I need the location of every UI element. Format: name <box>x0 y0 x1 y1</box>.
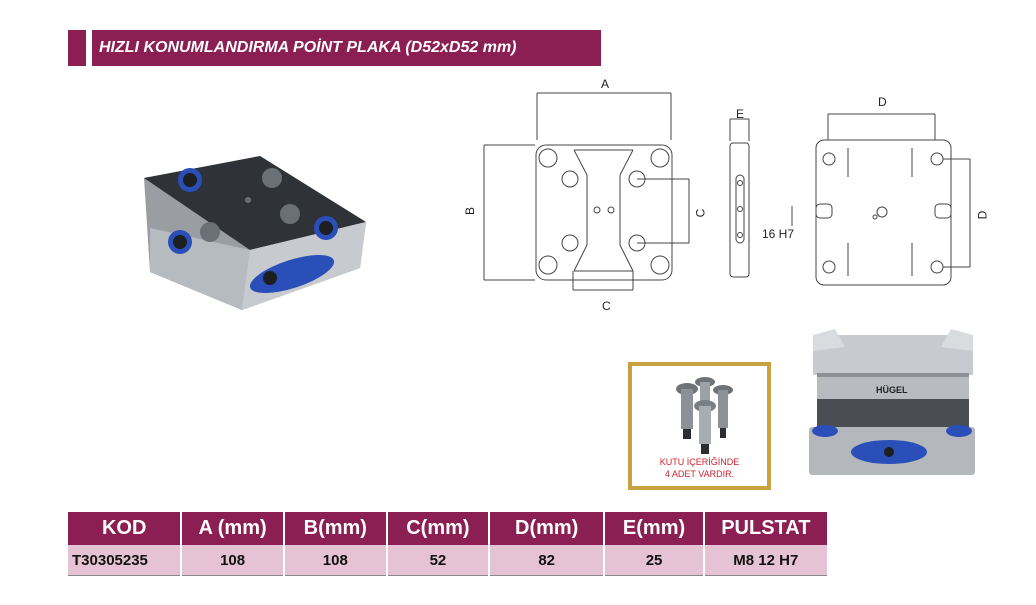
vise-photo <box>809 329 975 475</box>
cell-a: 108 <box>181 545 285 576</box>
plate-bottom-view-drawing <box>791 113 971 286</box>
box-caption: KUTU İÇERİĞİNDE 4 ADET VARDIR. <box>632 456 767 480</box>
plate-top-view-drawing <box>483 92 690 291</box>
dim-label-fit: 16 H7 <box>762 227 795 241</box>
col-header-d: D(mm) <box>488 512 606 545</box>
section-title-bar: HIZLI KONUMLANDIRMA POİNT PLAKA (D52xD52… <box>68 30 601 66</box>
box-contents-frame: KUTU İÇERİĞİNDE 4 ADET VARDIR. <box>628 362 771 490</box>
table-row: T30305235 108 108 52 82 25 M8 12 H7 <box>68 545 830 576</box>
cell-c: 52 <box>386 545 490 576</box>
col-header-pulstat: PULSTAT <box>703 512 830 545</box>
cell-d: 82 <box>488 545 606 576</box>
col-header-c: C(mm) <box>386 512 490 545</box>
col-header-a: A (mm) <box>181 512 285 545</box>
box-caption-line2: 4 ADET VARDIR. <box>664 469 735 479</box>
plate-side-view-drawing <box>729 118 750 278</box>
spec-table: KOD A (mm) B(mm) C(mm) D(mm) E(mm) PULST… <box>68 512 830 576</box>
point-plate-photo <box>144 156 366 310</box>
spec-table-header-row: KOD A (mm) B(mm) C(mm) D(mm) E(mm) PULST… <box>68 512 830 545</box>
box-caption-line1: KUTU İÇERİĞİNDE <box>659 457 740 467</box>
cell-pulstat: M8 12 H7 <box>703 545 830 576</box>
vise-brand-label: HÜGEL <box>876 385 908 395</box>
col-header-b: B(mm) <box>283 512 388 545</box>
dim-label-d-top: D <box>878 95 887 109</box>
cell-b: 108 <box>283 545 388 576</box>
dim-label-c-bottom: C <box>602 299 611 313</box>
dim-label-e: E <box>736 107 745 121</box>
col-header-e: E(mm) <box>604 512 705 545</box>
page-title: HIZLI KONUMLANDIRMA POİNT PLAKA (D52xD52… <box>92 30 601 66</box>
dim-label-c-right: C <box>693 208 708 218</box>
title-accent-block <box>68 30 86 66</box>
col-header-kod: KOD <box>68 512 183 545</box>
dim-label-a: A <box>601 77 610 91</box>
dim-label-d-right: D <box>975 210 990 220</box>
cell-e: 25 <box>604 545 705 576</box>
cell-kod: T30305235 <box>68 545 183 576</box>
pull-studs-photo <box>676 377 733 454</box>
dim-label-b: B <box>463 206 478 216</box>
